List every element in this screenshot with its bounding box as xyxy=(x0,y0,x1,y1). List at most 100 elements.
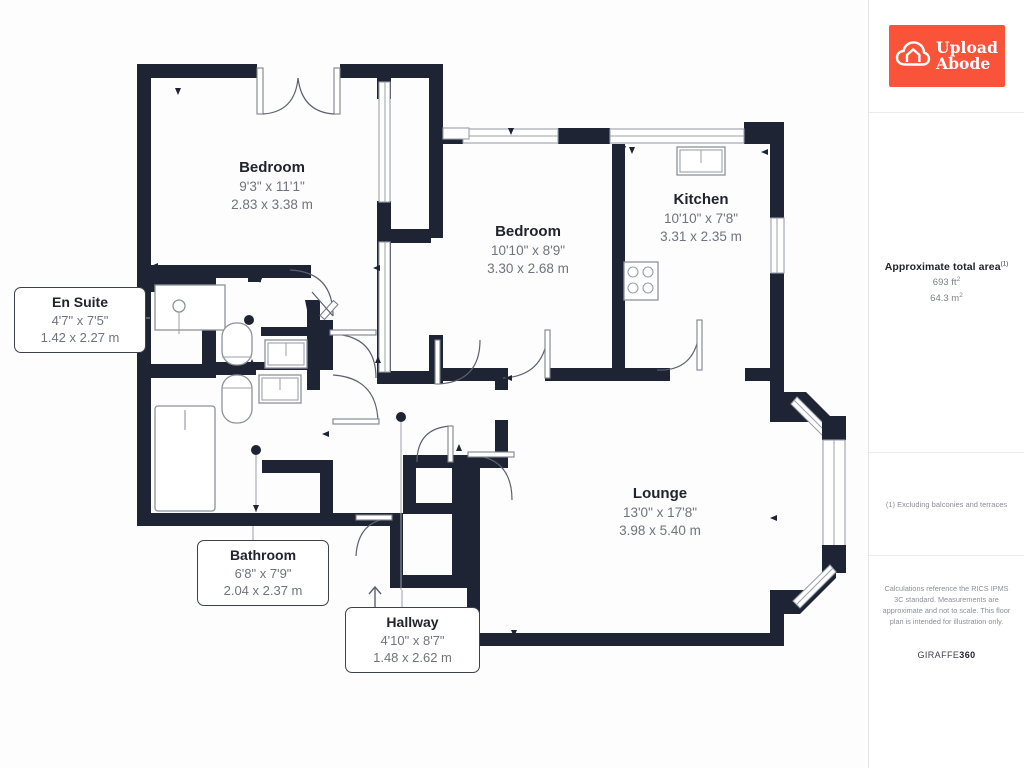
dimension-arrow xyxy=(253,505,259,512)
door-swing xyxy=(297,77,335,115)
hob-burner xyxy=(627,266,639,278)
total-area-metric-value: 64.3 m xyxy=(930,292,960,304)
door-leaf xyxy=(355,514,393,521)
upload-abode-logo[interactable]: Upload Abode xyxy=(888,25,1005,87)
wall-exterior-bottom xyxy=(403,575,465,588)
wall-segment xyxy=(377,201,391,238)
footnote-text: (1) Excluding balconies and terraces xyxy=(885,499,1008,509)
door-swing xyxy=(502,329,549,379)
total-area-imperial: 693 ft2 xyxy=(933,276,960,288)
wall-segment xyxy=(390,513,403,588)
dimension-arrow xyxy=(456,444,462,451)
wall-bay-lower-chamfer xyxy=(770,556,836,614)
door-leaf xyxy=(434,339,441,385)
dimension-arrow xyxy=(620,146,626,153)
door-leaf xyxy=(696,319,703,371)
wall-segment xyxy=(495,420,508,468)
door-swing xyxy=(656,319,701,371)
wall-segment xyxy=(403,455,467,468)
bay-window-mullion xyxy=(796,567,834,605)
door-leaf xyxy=(256,67,264,115)
wall-exterior-right xyxy=(770,122,784,218)
door-leaf xyxy=(332,418,380,425)
wall-segment xyxy=(403,503,453,514)
wall-exterior-left xyxy=(137,376,151,524)
wall-corner xyxy=(261,265,283,278)
wall-segment xyxy=(262,460,320,473)
dimension-arrow xyxy=(257,276,263,283)
total-area-metric-unit: 2 xyxy=(959,291,963,299)
hob-burner xyxy=(642,266,654,278)
ceiling-light-icon xyxy=(396,412,406,422)
total-area-footnote-marker: (1) xyxy=(1000,261,1009,268)
wall-segment xyxy=(151,364,216,378)
wall-bay-corner xyxy=(822,416,846,440)
hob-burner xyxy=(627,282,639,294)
wall-segment xyxy=(340,64,443,78)
dimension-arrow xyxy=(770,515,777,521)
toilet-icon xyxy=(221,374,253,424)
wall-exterior-left xyxy=(137,271,151,376)
dimension-arrow xyxy=(151,263,158,269)
door-leaf xyxy=(467,451,515,458)
wall-segment xyxy=(625,368,670,381)
door-swing xyxy=(332,333,377,379)
dimension-arrow xyxy=(761,149,768,155)
shower-drain-icon xyxy=(172,299,186,313)
disclaimer-cell: Calculations reference the RICS IPMS 3C … xyxy=(869,556,1024,768)
ceiling-light-icon xyxy=(244,315,254,325)
floor-plan-canvas: .wall { fill:#1e2433; } .win { fill:#fff… xyxy=(14,64,846,674)
total-area-title: Approximate total area(1) xyxy=(885,261,1009,273)
wall-segment xyxy=(391,229,431,243)
provider-suffix: 360 xyxy=(959,649,976,660)
dimension-arrow xyxy=(249,359,255,366)
dimension-arrow xyxy=(618,356,624,363)
door-leaf xyxy=(329,329,377,336)
door-leaf xyxy=(333,67,341,115)
wall-partition-angled xyxy=(305,300,320,390)
wall-partition xyxy=(320,460,333,526)
total-area-title-text: Approximate total area xyxy=(884,261,1001,274)
wall-segment xyxy=(545,368,625,381)
wall-partition xyxy=(612,144,625,368)
wall-segment xyxy=(403,468,416,513)
footnote-cell: (1) Excluding balconies and terraces xyxy=(869,453,1024,556)
wall-segment xyxy=(429,148,443,238)
wall-exterior-right xyxy=(770,273,784,377)
bathtub-icon xyxy=(154,405,216,512)
dimension-arrow xyxy=(373,265,380,271)
total-area-imperial-unit: 2 xyxy=(956,276,961,284)
door-swing xyxy=(416,425,452,463)
wall-segment xyxy=(495,368,508,390)
sidebar: Upload Abode Approximate total area(1) 6… xyxy=(868,0,1024,768)
wall-segment xyxy=(443,368,503,381)
hob-burner xyxy=(642,282,654,294)
dimension-arrow xyxy=(375,356,381,363)
hallway-direction-arrow xyxy=(368,585,382,612)
floor-plan-svg: .wall { fill:#1e2433; } .win { fill:#fff… xyxy=(126,64,846,646)
provider-name: GIRAFFE xyxy=(917,649,960,660)
door-swing xyxy=(332,374,379,425)
shower-tray-icon xyxy=(154,284,226,331)
dimension-arrow xyxy=(473,510,480,516)
hob-icon xyxy=(623,261,659,301)
wall-segment xyxy=(151,265,261,278)
wall-segment xyxy=(429,64,443,148)
logo-line-2: Abode xyxy=(935,54,991,73)
total-area-metric: 64.3 m2 xyxy=(930,292,963,304)
giraffe360-logo: GIRAFFE360 xyxy=(917,650,975,660)
total-area-cell: Approximate total area(1) 693 ft2 64.3 m… xyxy=(869,113,1024,453)
wall-segment xyxy=(261,327,333,336)
wall-exterior-bottom xyxy=(137,513,333,526)
wall-segment xyxy=(558,128,610,144)
logo-wordmark: Upload Abode xyxy=(935,39,998,73)
dimension-arrow xyxy=(629,147,635,154)
toilet-icon xyxy=(221,322,253,366)
door-swing xyxy=(437,339,481,385)
wall-partition xyxy=(320,320,333,370)
wall-segment xyxy=(137,64,257,78)
wall-bay-upper-chamfer xyxy=(770,392,836,446)
dimension-arrow xyxy=(322,431,329,437)
total-area-imperial-value: 693 ft xyxy=(932,277,957,289)
